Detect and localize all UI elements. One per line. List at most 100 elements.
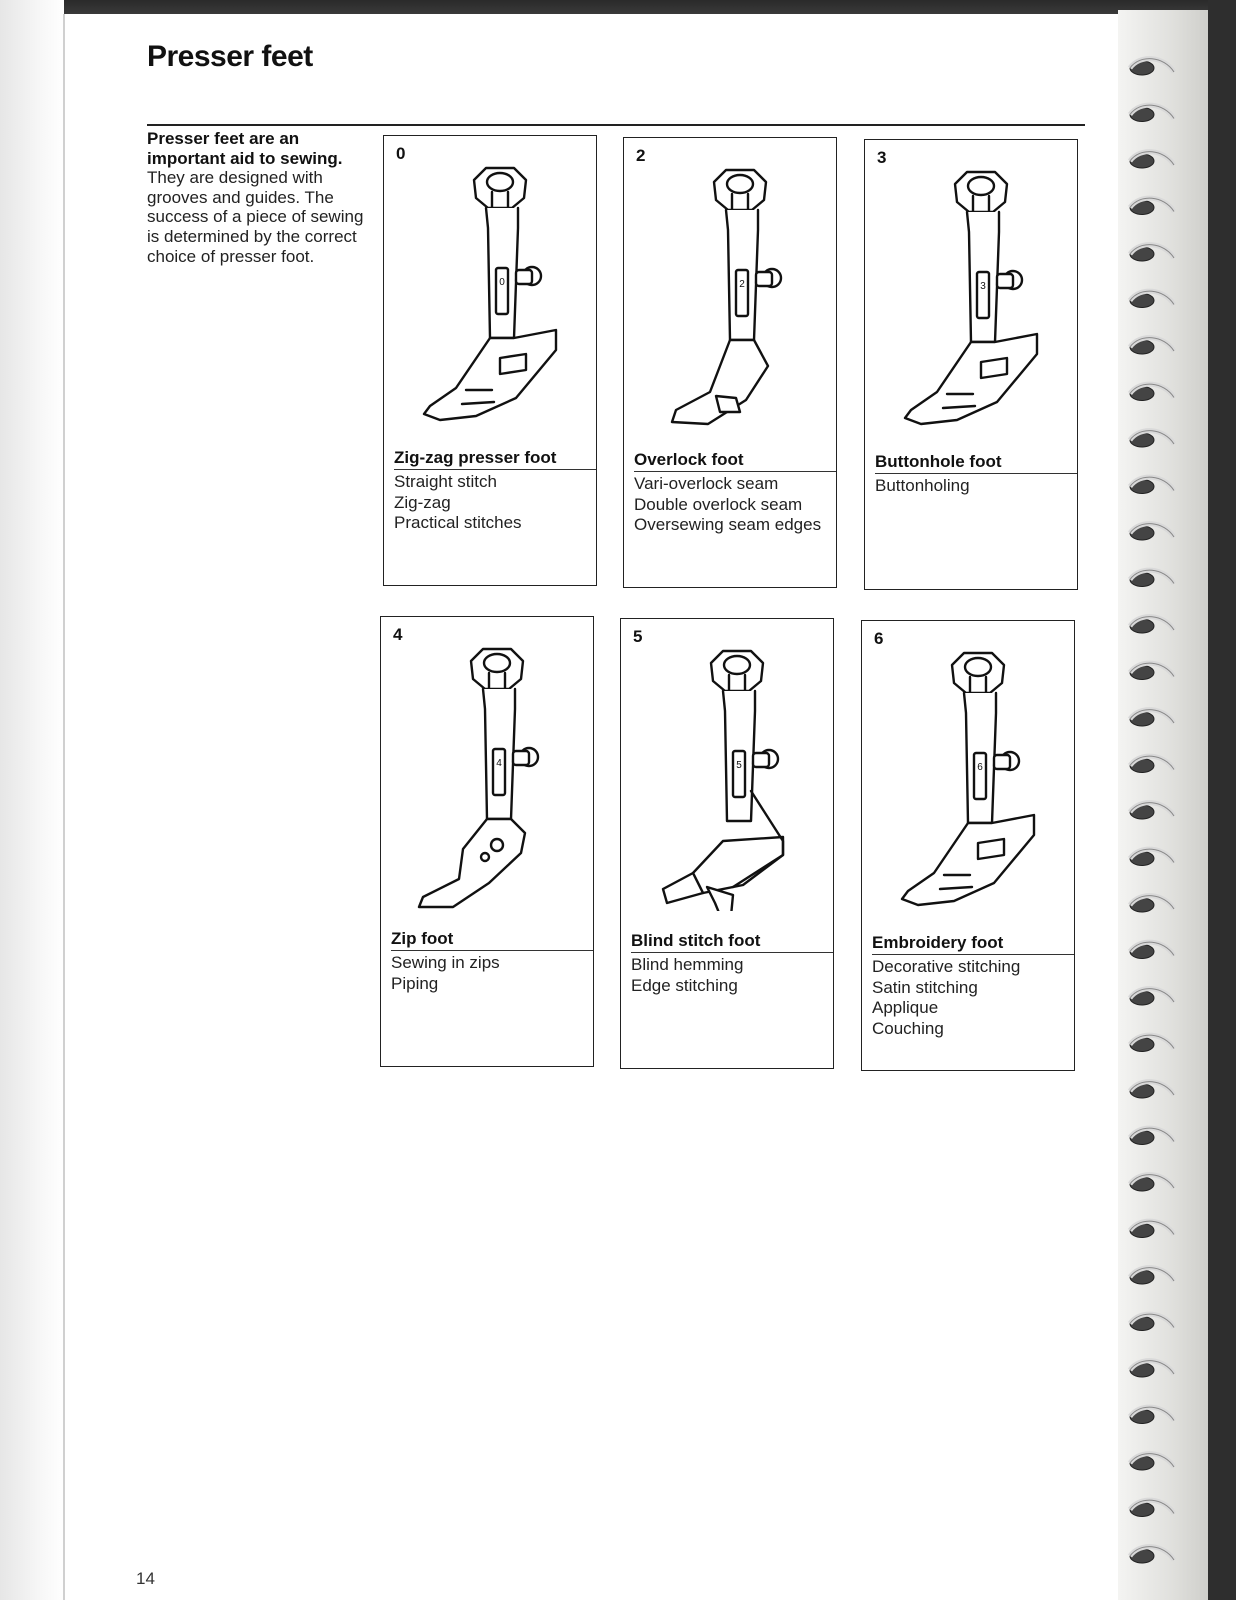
spiral-coil-icon (1127, 1404, 1177, 1424)
spiral-coil-icon (1127, 567, 1177, 587)
spiral-coil-icon (1127, 800, 1177, 820)
foot-shank-number: 5 (736, 760, 742, 771)
foot-use-item: Practical stitches (394, 513, 522, 532)
presser-foot-icon: 0 (422, 166, 558, 422)
scan-right-edge (1208, 0, 1236, 1600)
spiral-coil-icon (1127, 149, 1177, 169)
title-rule (147, 124, 1085, 126)
spiral-coil-icon (1127, 707, 1177, 727)
foot-shank-number: 6 (977, 762, 983, 773)
foot-name: Embroidery foot (872, 933, 1074, 955)
spiral-coil-icon (1127, 846, 1177, 866)
foot-use-item: Oversewing seam edges (634, 515, 822, 534)
spiral-coil-icon (1127, 521, 1177, 541)
spiral-coil-icon (1127, 986, 1177, 1006)
foot-card-3: 3 3 Buttonhole foot Buttonholing (864, 139, 1078, 590)
foot-use-item: Straight stitch (394, 472, 497, 491)
page-number: 14 (136, 1569, 155, 1588)
spiral-coil-icon (1127, 288, 1177, 308)
foot-uses: Buttonholing (875, 476, 1077, 497)
foot-use-item: Zig-zag (394, 492, 451, 512)
spiral-binding-icon (1127, 56, 1177, 1564)
foot-name: Buttonhole foot (875, 452, 1077, 474)
spiral-coil-icon (1127, 56, 1177, 76)
spiral-coil-icon (1127, 614, 1177, 634)
spiral-coil-icon (1127, 242, 1177, 262)
foot-name: Blind stitch foot (631, 931, 833, 953)
foot-name: Overlock foot (634, 450, 836, 472)
foot-use-item: Blind hemming (631, 955, 744, 974)
foot-caption: Buttonhole foot Buttonholing (865, 452, 1077, 497)
spiral-coil-icon (1127, 1218, 1177, 1238)
presser-foot-icon: 6 (900, 651, 1036, 907)
spiral-coil-icon (1127, 1265, 1177, 1285)
spiral-coil-icon (1127, 660, 1177, 680)
foot-number: 3 (877, 148, 887, 167)
spiral-coil-icon (1127, 1544, 1177, 1564)
spiral-coil-icon (1127, 1311, 1177, 1331)
spiral-coil-icon (1127, 428, 1177, 448)
foot-shank-number: 2 (739, 279, 745, 290)
foot-number: 4 (393, 625, 403, 644)
page-left-margin-shadow (0, 0, 64, 1600)
foot-use-item: Edge stitching (631, 975, 738, 995)
foot-name: Zig-zag presser foot (394, 448, 596, 470)
intro-body: They are designed with grooves and guide… (147, 168, 364, 266)
spiral-coil-icon (1127, 195, 1177, 215)
foot-use-item: Sewing in zips (391, 953, 500, 972)
foot-number: 2 (636, 146, 646, 165)
presser-foot-icon: 3 (903, 170, 1039, 426)
spiral-coil-icon (1127, 1358, 1177, 1378)
spiral-coil-icon (1127, 474, 1177, 494)
spiral-coil-icon (1127, 1451, 1177, 1471)
foot-use-item: Double overlock seam (634, 494, 803, 514)
foot-number: 5 (633, 627, 643, 646)
spiral-coil-icon (1127, 1125, 1177, 1145)
foot-use-item: Decorative stitching (872, 957, 1021, 976)
foot-shank-number: 3 (980, 281, 986, 292)
foot-name: Zip foot (391, 929, 593, 951)
spiral-coil-icon (1127, 939, 1177, 959)
foot-number: 0 (396, 144, 406, 163)
spiral-coil-icon (1127, 1079, 1177, 1099)
foot-use-item: Vari-overlock seam (634, 474, 779, 493)
foot-use-item: Piping (391, 973, 439, 993)
intro-lead: Presser feet are an important aid to sew… (147, 129, 343, 168)
page-title: Presser feet (147, 40, 313, 73)
scan-top-edge (0, 0, 1236, 14)
spiral-coil-icon (1127, 335, 1177, 355)
foot-shank-number: 4 (496, 758, 502, 769)
foot-number: 6 (874, 629, 884, 648)
foot-shank-number: 0 (499, 277, 505, 288)
spiral-coil-icon (1127, 1497, 1177, 1517)
spiral-coil-icon (1127, 381, 1177, 401)
presser-foot-icon: 2 (670, 168, 783, 426)
presser-foot-icon: 5 (661, 649, 785, 911)
spiral-coil-icon (1127, 893, 1177, 913)
foot-card-0: 0 0 Zig-zag presser foot Straight stitch… (383, 135, 597, 586)
presser-foot-icon: 4 (417, 647, 540, 909)
intro-paragraph: Presser feet are an important aid to sew… (147, 129, 372, 266)
spiral-coil-icon (1127, 753, 1177, 773)
foot-use-item: Applique (872, 998, 939, 1017)
foot-use-item: Satin stitching (872, 977, 978, 997)
spiral-coil-icon (1127, 1172, 1177, 1192)
page-left-edge-line (63, 14, 65, 1600)
foot-use-item: Couching (872, 1018, 944, 1038)
foot-use-item: Buttonholing (875, 476, 970, 495)
spiral-coil-icon (1127, 1032, 1177, 1052)
